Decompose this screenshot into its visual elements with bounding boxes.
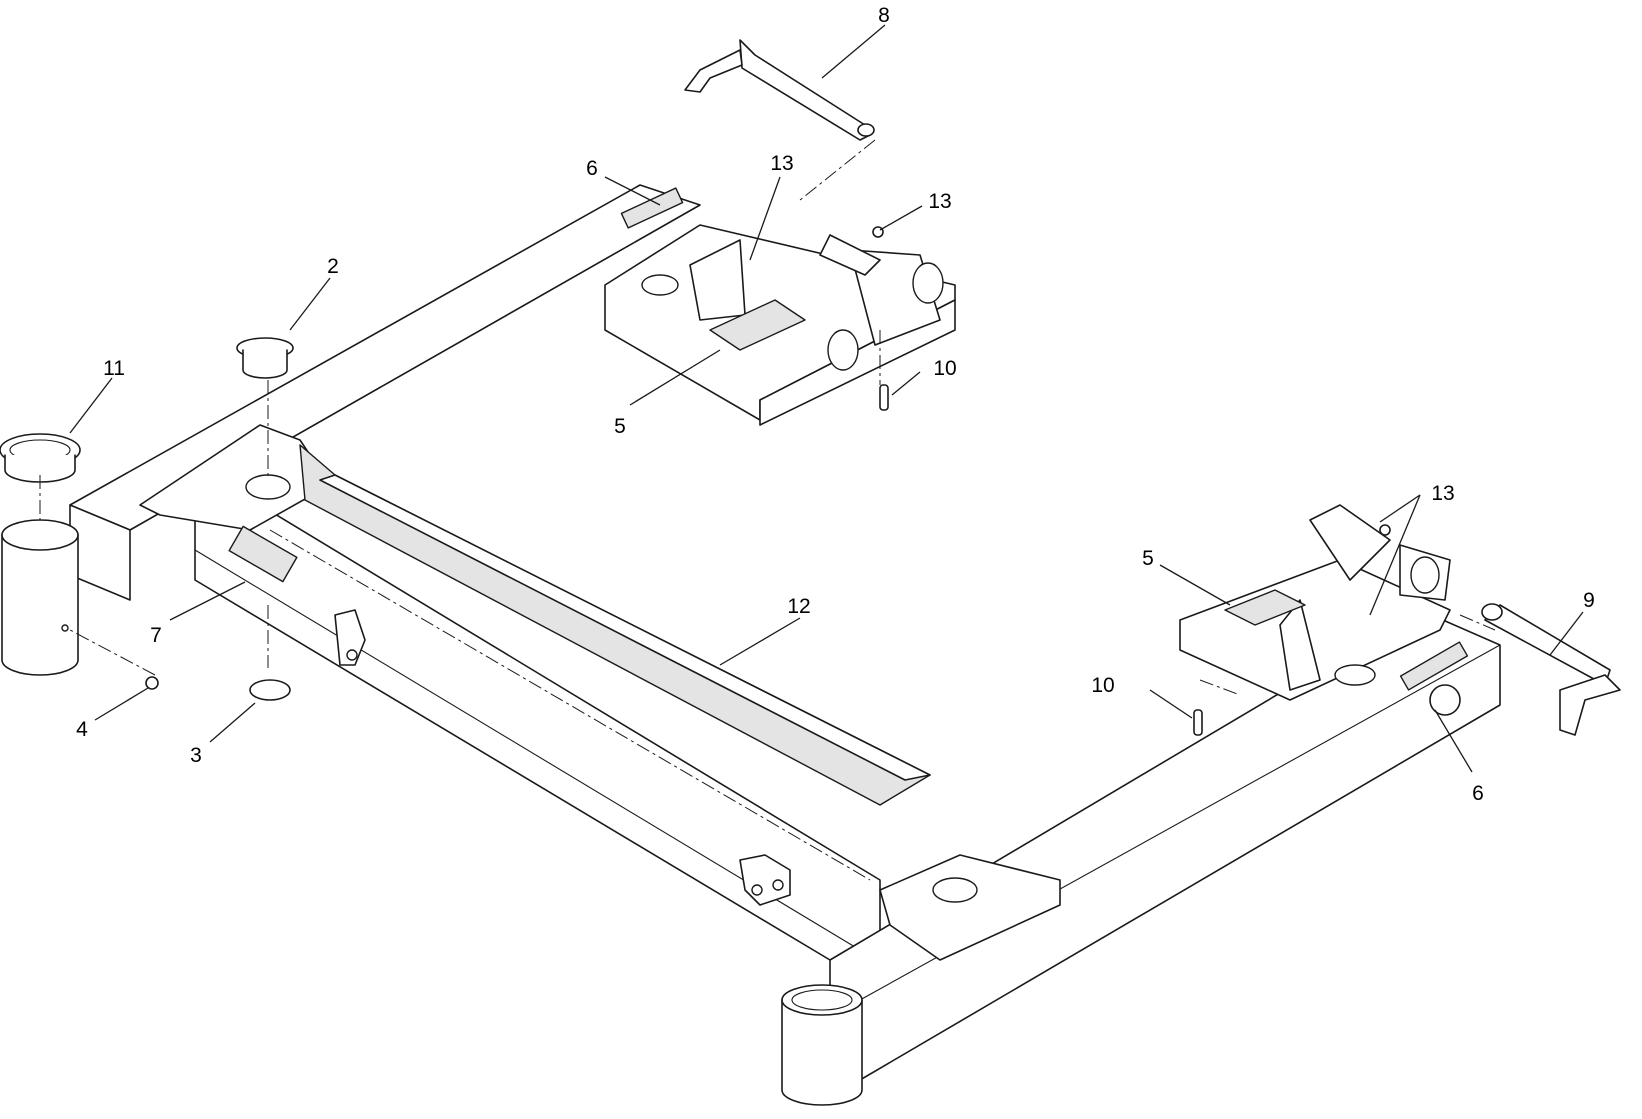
front-mount-hole bbox=[932, 877, 978, 903]
bracket-hole-top bbox=[641, 274, 679, 296]
callout-4: 4 bbox=[76, 718, 88, 741]
callout-13-upper-right: 13 bbox=[928, 190, 951, 213]
roll-pin-10-upper bbox=[879, 384, 889, 411]
callout-6-right: 6 bbox=[1472, 782, 1484, 805]
callout-13-right: 13 bbox=[1431, 482, 1454, 505]
callout-13-upper-left: 13 bbox=[770, 152, 793, 175]
callout-9: 9 bbox=[1583, 589, 1595, 612]
lift-bracket-left bbox=[334, 609, 366, 666]
callout-10-lower: 10 bbox=[1091, 674, 1114, 697]
roll-pin-10-lower bbox=[1193, 709, 1203, 736]
hitch-pin-9 bbox=[1481, 603, 1621, 736]
bushing-11 bbox=[0, 433, 81, 483]
left-caster-cup bbox=[1, 519, 79, 676]
right-bracket-hole-front bbox=[1410, 556, 1440, 594]
center-spine bbox=[299, 444, 931, 806]
callout-5-upper: 5 bbox=[614, 415, 626, 438]
right-hitch-bracket bbox=[1179, 504, 1451, 701]
rear-frame-tube bbox=[69, 184, 701, 601]
callout-3: 3 bbox=[190, 744, 202, 767]
front-mount-plate bbox=[879, 854, 1061, 961]
callout-5-right: 5 bbox=[1142, 547, 1154, 570]
front-frame-tube bbox=[829, 609, 1501, 1081]
callout-6-upper: 6 bbox=[586, 157, 598, 180]
lift-bracket-front bbox=[739, 854, 791, 906]
callout-2: 2 bbox=[327, 255, 339, 278]
grease-port bbox=[61, 624, 69, 632]
plug-2 bbox=[236, 337, 294, 379]
hitch-pin-8 bbox=[684, 39, 875, 141]
mount-hole bbox=[245, 474, 291, 500]
bracket-hole-front bbox=[827, 329, 859, 371]
bracket-hole-pivot bbox=[912, 262, 944, 304]
callout-12: 12 bbox=[787, 595, 810, 618]
right-bracket-hole-top bbox=[1334, 664, 1376, 686]
decal-7 bbox=[228, 525, 298, 583]
upper-hitch-bracket bbox=[604, 224, 956, 426]
stop-bumper bbox=[1429, 684, 1461, 716]
callout-11: 11 bbox=[103, 357, 125, 380]
decal-6-right bbox=[1399, 641, 1469, 691]
decal-6-upper bbox=[620, 187, 684, 229]
callout-8: 8 bbox=[878, 4, 890, 27]
front-caster-cup bbox=[781, 984, 863, 1106]
retaining-ring-3 bbox=[249, 679, 291, 701]
callout-7: 7 bbox=[150, 624, 162, 647]
callout-10-upper: 10 bbox=[933, 357, 956, 380]
grease-fitting-13-right bbox=[1379, 524, 1391, 536]
fitting-4 bbox=[145, 676, 159, 690]
left-mount-plate bbox=[139, 424, 331, 531]
